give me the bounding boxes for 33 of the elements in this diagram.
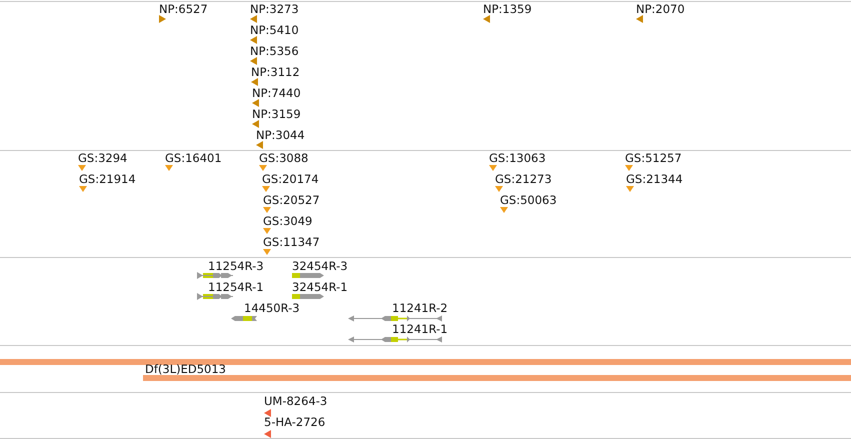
feature-label: NP:3273 [250,3,299,15]
feature-label: NP:3159 [252,108,301,120]
feature-label: GS:3049 [263,215,312,227]
feature-label: 32454R-1 [292,281,348,293]
feature-label: GS:21344 [626,173,683,185]
feature-label: 11254R-3 [208,260,264,272]
feature-label: GS:20174 [262,173,319,185]
feature-label: 11254R-1 [208,281,264,293]
feature-label: 11241R-2 [392,302,448,314]
feature-label: GS:13063 [489,152,546,164]
feature-label: UM-8264-3 [264,395,328,407]
feature-label: 11241R-1 [392,323,448,335]
feature-label: Df(3L)ED5013 [145,363,226,375]
feature-label: GS:16401 [165,152,222,164]
feature-label: GS:21273 [495,173,552,185]
feature-label: 32454R-3 [292,260,348,272]
feature-label: NP:6527 [159,3,208,15]
feature-label: GS:51257 [625,152,682,164]
feature-label: GS:3088 [259,152,308,164]
feature-label: 5-HA-2726 [264,416,326,428]
feature-label: 14450R-3 [244,302,300,314]
feature-label: NP:5356 [250,45,299,57]
feature-label: GS:21914 [79,173,136,185]
feature-label: NP:2070 [636,3,685,15]
feature-label: GS:11347 [263,236,320,248]
feature-label: NP:3112 [251,66,300,78]
feature-label: NP:5410 [250,24,299,36]
feature-label: GS:3294 [78,152,128,164]
feature-label: GS:20527 [263,194,320,206]
feature-label: NP:1359 [483,3,532,15]
feature-label: NP:7440 [252,87,301,99]
feature-label: GS:50063 [500,194,557,206]
feature-label: NP:3044 [256,129,305,141]
